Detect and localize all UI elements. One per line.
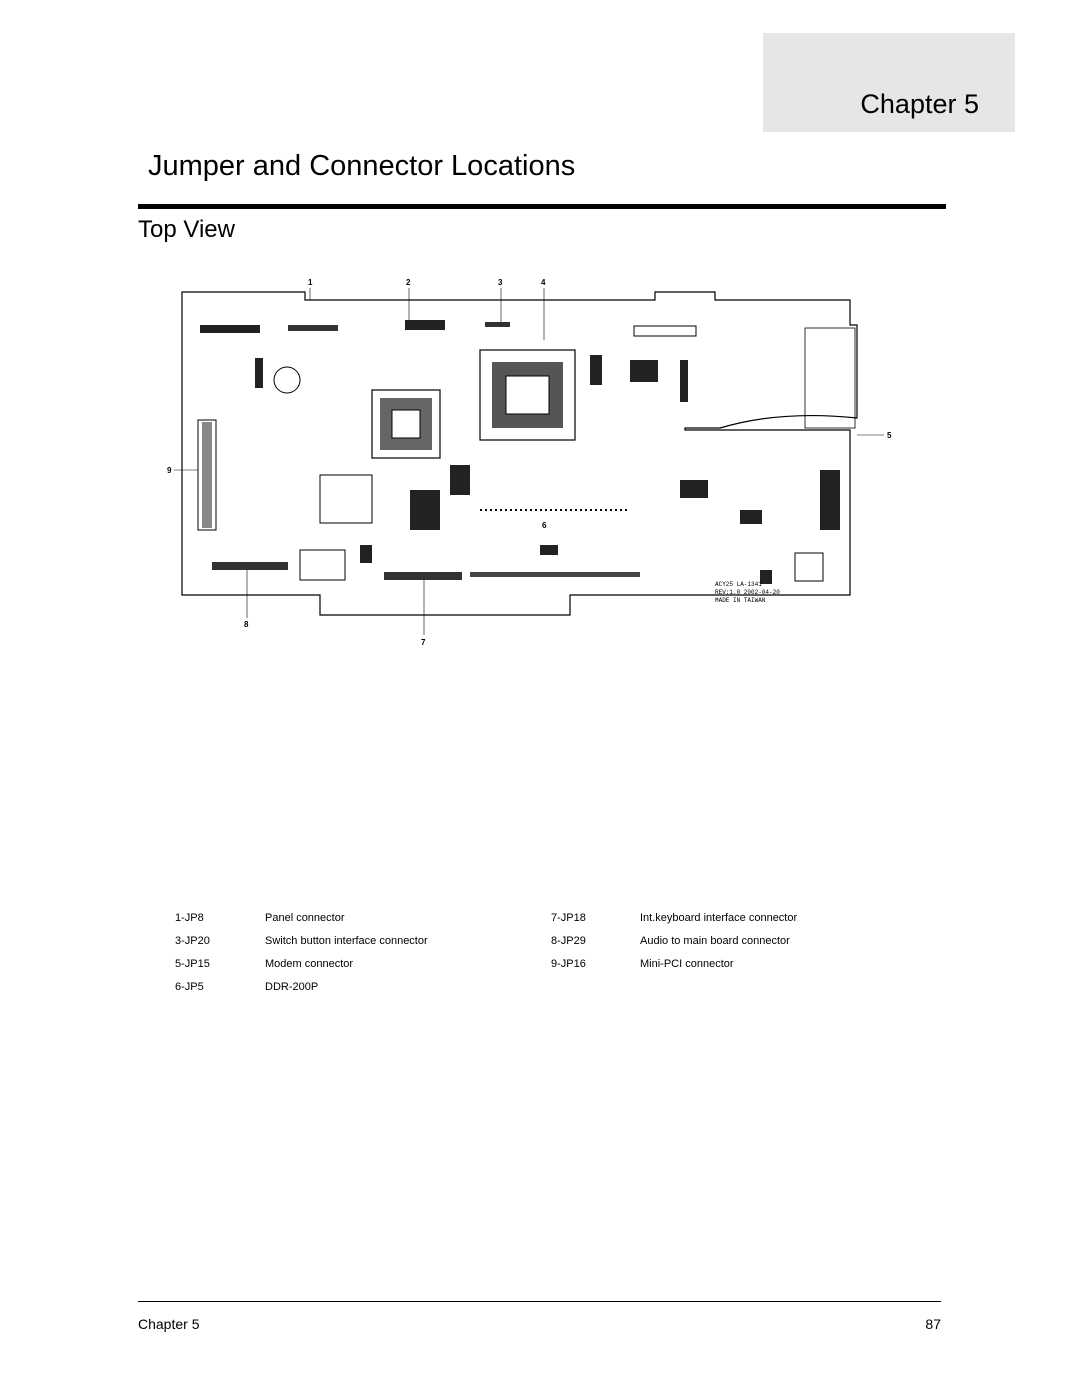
callout-8: 8 <box>244 620 249 629</box>
legend-desc: Panel connector <box>265 912 345 924</box>
board-marking-1: ACY25 LA-1341 <box>715 581 762 588</box>
callout-3: 3 <box>498 278 503 287</box>
callout-4: 4 <box>541 278 546 287</box>
board-marking-2: REV:1.0 2002-04-20 <box>715 589 780 596</box>
legend-code: 1-JP8 <box>175 912 204 924</box>
chapter-tab-label: Chapter 5 <box>860 89 979 119</box>
callout-5: 5 <box>887 431 892 440</box>
legend-desc: Audio to main board connector <box>640 935 790 947</box>
chapter-tab: Chapter 5 <box>763 33 1015 132</box>
legend-code: 7-JP18 <box>551 912 586 924</box>
page-number: 87 <box>925 1316 941 1332</box>
legend-desc: Modem connector <box>265 958 354 970</box>
page-title: Jumper and Connector Locations <box>148 150 576 182</box>
board-marking-3: MADE IN TAIWAN <box>715 597 766 604</box>
callout-1: 1 <box>308 278 313 287</box>
legend-desc: DDR-200P <box>265 981 319 993</box>
callout-2: 2 <box>406 278 411 287</box>
motherboard-diagram: ACY25 LA-1341 REV:1.0 2002-04-20 MADE IN… <box>167 278 892 647</box>
legend-desc: Switch button interface connector <box>265 935 428 947</box>
footer-rule <box>138 1301 941 1302</box>
callout-9: 9 <box>167 466 172 475</box>
legend-code: 3-JP20 <box>175 935 210 947</box>
legend-code: 9-JP16 <box>551 958 586 970</box>
legend-desc: Mini-PCI connector <box>640 958 734 970</box>
legend-desc: Int.keyboard interface connector <box>640 912 798 924</box>
section-title: Top View <box>138 216 235 243</box>
title-rule <box>138 204 946 209</box>
legend-code: 5-JP15 <box>175 958 210 970</box>
footer-chapter: Chapter 5 <box>138 1316 200 1332</box>
legend-code: 8-JP29 <box>551 935 586 947</box>
legend-code: 6-JP5 <box>175 981 204 993</box>
callout-6: 6 <box>542 521 547 530</box>
callout-7: 7 <box>421 638 426 647</box>
